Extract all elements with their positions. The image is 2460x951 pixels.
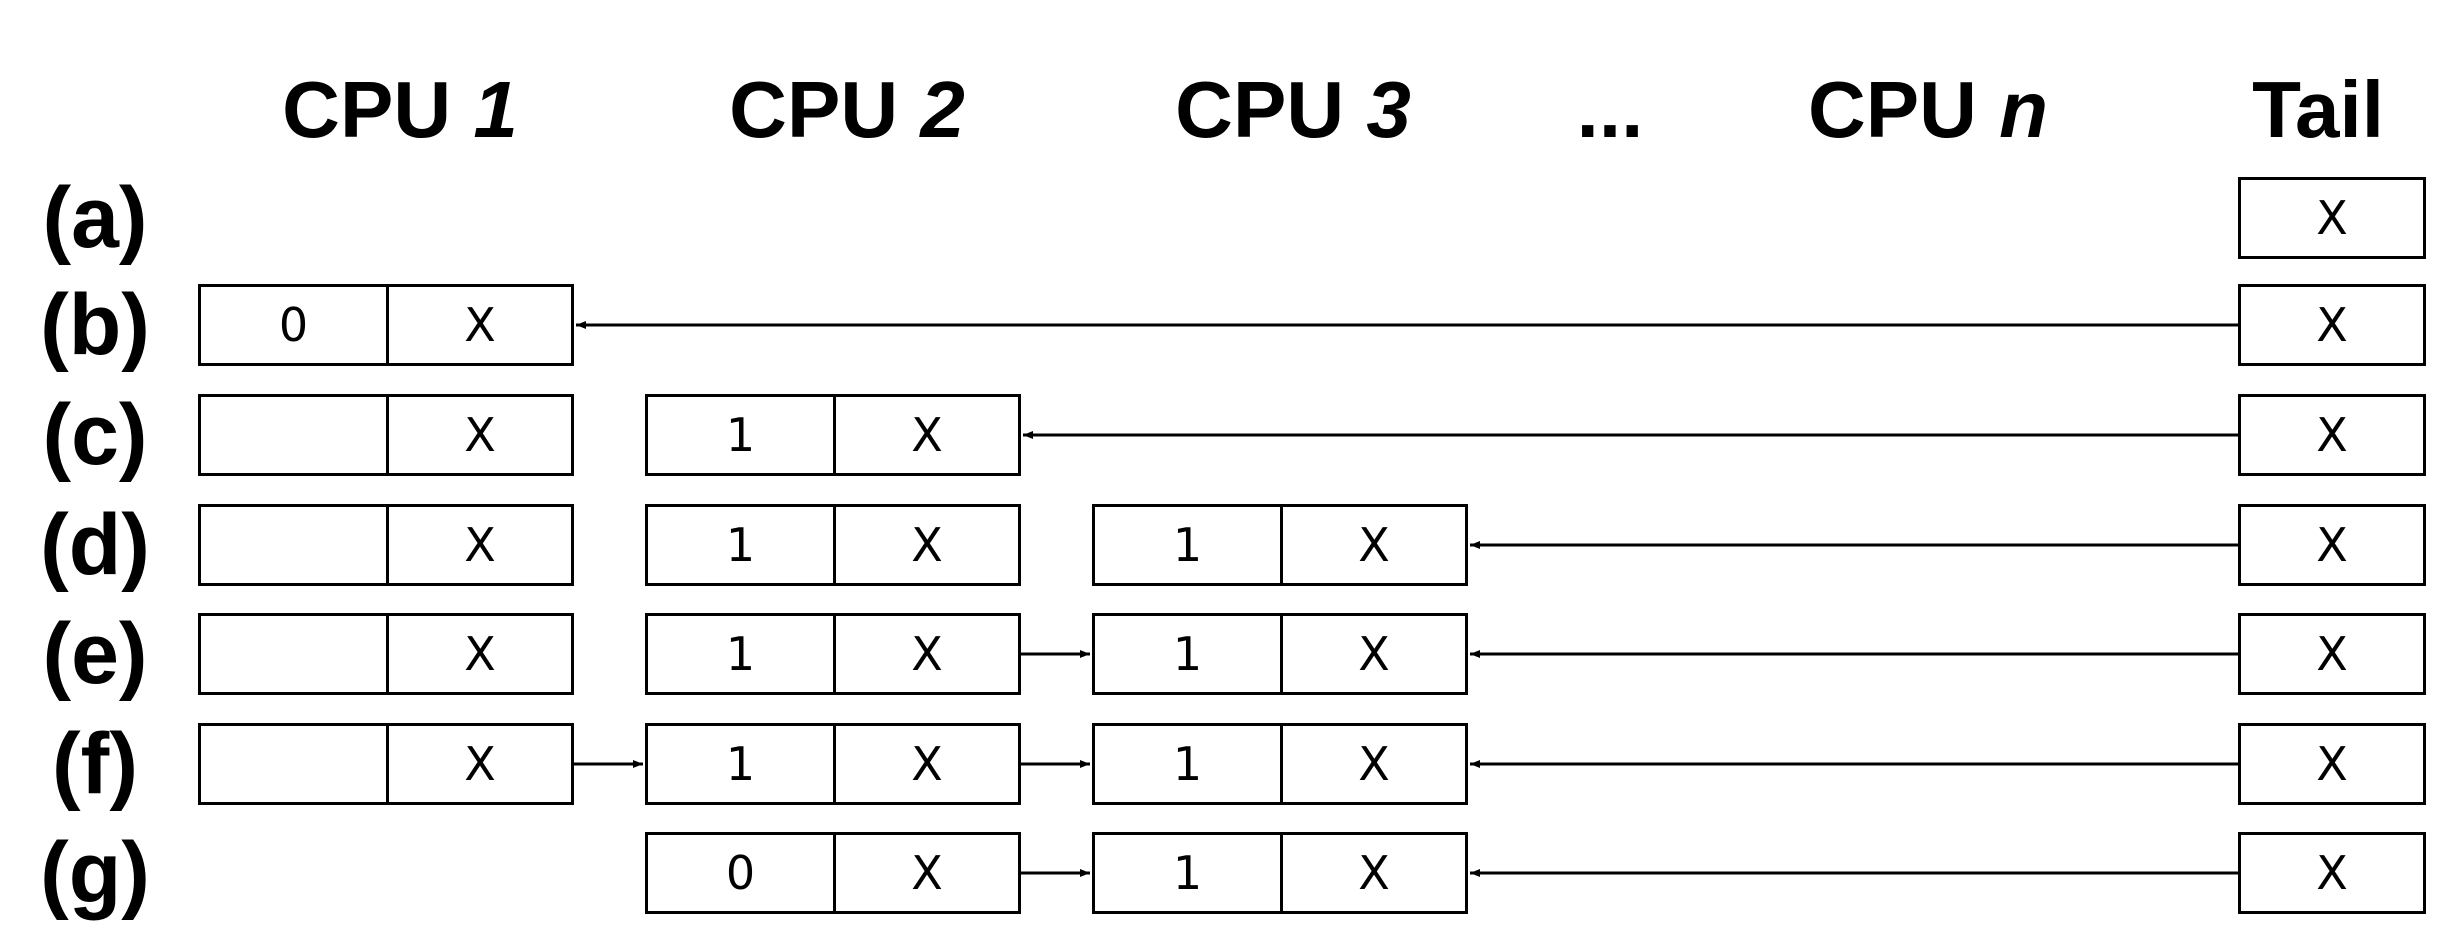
- tail-cell: X: [2238, 504, 2426, 586]
- header-tail: Tail: [2252, 65, 2384, 154]
- header-cpu2-prefix: CPU: [729, 65, 921, 154]
- node-value-cell: X: [1280, 723, 1468, 805]
- node-count-cell: [198, 394, 386, 476]
- header-cpun-num: n: [1999, 65, 2049, 154]
- header-cpun-prefix: CPU: [1807, 65, 2000, 154]
- header-cpu2: CPU 2: [729, 60, 965, 160]
- header-cpu3: CPU 3: [1175, 60, 1411, 160]
- node-value-cell: X: [1280, 504, 1468, 586]
- row-label: (f): [52, 716, 138, 812]
- header-cpu1: CPU 1: [282, 60, 518, 160]
- node-count-cell: 1: [645, 723, 833, 805]
- row-label: (a): [42, 170, 148, 266]
- header-cpu1-num: 1: [473, 65, 518, 154]
- tail-cell: X: [2238, 177, 2426, 259]
- header-cpun: CPU n: [1808, 60, 2048, 160]
- node-value-cell: X: [833, 832, 1021, 914]
- tail-cell: X: [2238, 832, 2426, 914]
- node-count-cell: 0: [645, 832, 833, 914]
- node-count-cell: 1: [645, 504, 833, 586]
- node-value-cell: X: [386, 394, 574, 476]
- header-cpu1-prefix: CPU: [282, 65, 474, 154]
- node-count-cell: [198, 504, 386, 586]
- node-count-cell: 1: [1092, 832, 1280, 914]
- node-value-cell: X: [833, 394, 1021, 476]
- header-ellipsis: ...: [1576, 65, 1644, 154]
- node-count-cell: 1: [645, 394, 833, 476]
- node-value-cell: X: [386, 613, 574, 695]
- node-value-cell: X: [1280, 613, 1468, 695]
- row-label: (g): [40, 825, 150, 921]
- node-value-cell: X: [833, 504, 1021, 586]
- node-value-cell: X: [386, 723, 574, 805]
- node-count-cell: 1: [1092, 504, 1280, 586]
- row-label: (c): [42, 387, 148, 483]
- node-count-cell: 1: [645, 613, 833, 695]
- row-label: (b): [40, 277, 150, 373]
- row-label: (d): [40, 497, 150, 593]
- row-label: (e): [42, 606, 148, 702]
- node-value-cell: X: [833, 613, 1021, 695]
- header-cpu3-num: 3: [1366, 65, 1411, 154]
- header-cpu2-num: 2: [920, 65, 965, 154]
- tail-cell: X: [2238, 284, 2426, 366]
- node-value-cell: X: [386, 504, 574, 586]
- tail-cell: X: [2238, 723, 2426, 805]
- node-value-cell: X: [1280, 832, 1468, 914]
- node-count-cell: 1: [1092, 613, 1280, 695]
- node-count-cell: 0: [198, 284, 386, 366]
- node-count-cell: 1: [1092, 723, 1280, 805]
- node-count-cell: [198, 613, 386, 695]
- header-cpu3-prefix: CPU: [1175, 65, 1367, 154]
- node-value-cell: X: [833, 723, 1021, 805]
- node-count-cell: [198, 723, 386, 805]
- tail-cell: X: [2238, 613, 2426, 695]
- tail-cell: X: [2238, 394, 2426, 476]
- node-value-cell: X: [386, 284, 574, 366]
